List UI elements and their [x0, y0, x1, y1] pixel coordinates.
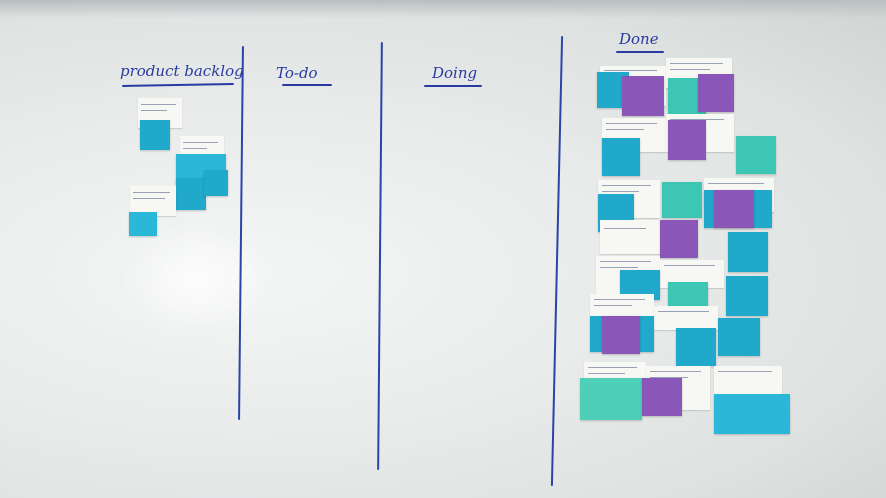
column-title-done: Done: [619, 30, 659, 48]
column-title-to-do: To-do: [276, 64, 318, 82]
done-sticky-teal: [736, 136, 776, 174]
done-card: [714, 366, 782, 396]
done-sticky-purple: [660, 220, 698, 258]
done-sticky-cyan: [714, 394, 790, 434]
backlog-sticky-cyan: [129, 212, 157, 236]
faint-erased-text: [448, 168, 508, 182]
backlog-sticky-cyan: [140, 120, 170, 150]
underline-done: [616, 51, 664, 53]
column-title-product-backlog: product backlog: [120, 62, 244, 80]
backlog-card: [130, 186, 176, 216]
done-sticky-teal: [662, 182, 702, 218]
done-sticky-purple: [602, 316, 640, 354]
done-sticky-cyan: [728, 232, 768, 272]
underline-product-backlog: [121, 83, 235, 87]
whiteboard-frame-edge: [0, 0, 886, 18]
backlog-sticky-cyan: [176, 178, 206, 210]
done-sticky-teal: [668, 282, 708, 310]
column-divider-3: [550, 36, 564, 486]
light-glare: [120, 220, 270, 340]
done-sticky-cyan: [602, 138, 640, 176]
done-sticky-cyan: [718, 318, 760, 356]
underline-doing: [424, 85, 482, 87]
done-card: [654, 306, 718, 330]
done-sticky-purple: [714, 190, 754, 228]
done-sticky-purple: [698, 74, 734, 112]
done-sticky-cyan: [726, 276, 768, 316]
done-card: [600, 220, 660, 254]
underline-to-do: [282, 84, 332, 86]
backlog-sticky-cyan: [204, 170, 228, 196]
done-sticky-teal: [580, 378, 642, 420]
done-sticky-purple: [668, 120, 706, 160]
done-sticky-purple: [642, 378, 682, 416]
backlog-card: [180, 136, 224, 158]
done-sticky-purple: [622, 76, 664, 116]
column-title-doing: Doing: [432, 64, 478, 82]
done-sticky-cyan: [676, 328, 716, 366]
column-divider-2: [377, 41, 383, 471]
